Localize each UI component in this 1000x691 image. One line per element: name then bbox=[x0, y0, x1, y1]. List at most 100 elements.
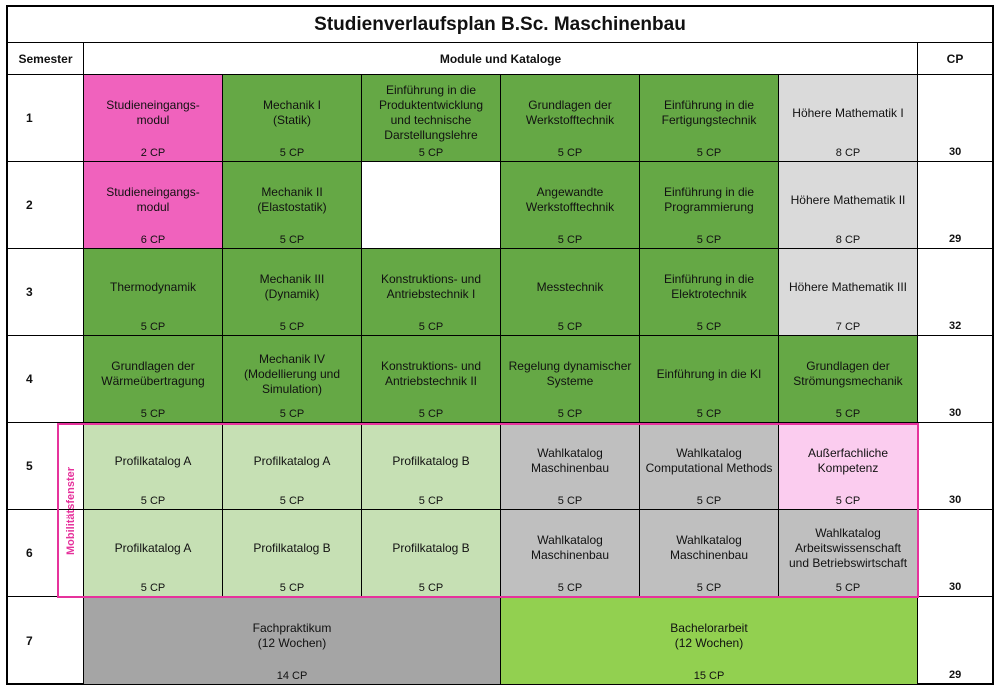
module-cell: Profilkatalog A 5 CP bbox=[84, 510, 223, 597]
module-cp: 5 CP bbox=[557, 234, 583, 246]
module-cell: Außerfachliche Kompetenz 5 CP bbox=[779, 423, 918, 510]
module-name: Profilkatalog A bbox=[253, 453, 331, 468]
module-name: Grundlagen der Wärmeübertragung bbox=[101, 359, 205, 388]
module-cell: Fachpraktikum (12 Wochen)14 CP bbox=[84, 597, 501, 685]
module-cell: Wahlkatalog Maschinenbau 5 CP bbox=[501, 423, 640, 510]
module-cp: 5 CP bbox=[696, 495, 722, 507]
semester-cp-total: 32 bbox=[918, 249, 992, 336]
semester-cp-value: 30 bbox=[949, 581, 962, 593]
module-cp: 5 CP bbox=[696, 234, 722, 246]
module-name: Mechanik II (Elastostatik) bbox=[257, 185, 327, 214]
semester-cp-value: 30 bbox=[949, 146, 962, 158]
module-cell: Profilkatalog A 5 CP bbox=[223, 423, 362, 510]
semester-cp-total: 30 bbox=[918, 510, 992, 597]
module-name: Wahlkatalog Maschinenbau bbox=[669, 533, 749, 562]
module-cp: 5 CP bbox=[696, 147, 722, 159]
semester-number: 3 bbox=[8, 249, 84, 336]
module-name: Konstruktions- und Antriebstechnik I bbox=[380, 272, 482, 301]
module-name: Einführung in die Produktentwicklung und… bbox=[378, 83, 484, 142]
module-cell: Profilkatalog B 5 CP bbox=[362, 423, 501, 510]
module-name: Wahlkatalog Maschinenbau bbox=[530, 533, 610, 562]
module-name: Mechanik III (Dynamik) bbox=[259, 272, 325, 301]
module-cp: 5 CP bbox=[696, 321, 722, 333]
module-cp: 5 CP bbox=[418, 495, 444, 507]
module-cp: 5 CP bbox=[835, 495, 861, 507]
semester-cp-total: 30 bbox=[918, 423, 992, 510]
module-cp: 5 CP bbox=[835, 408, 861, 420]
modules-header: Module und Kataloge bbox=[84, 43, 918, 75]
module-cp: 14 CP bbox=[276, 670, 308, 682]
semester-header: Semester bbox=[8, 43, 84, 75]
module-cp: 5 CP bbox=[418, 582, 444, 594]
module-cell bbox=[362, 162, 501, 249]
module-name: Wahlkatalog Maschinenbau bbox=[530, 446, 610, 475]
module-cell: Mechanik I (Statik)5 CP bbox=[223, 75, 362, 162]
module-cp: 5 CP bbox=[279, 234, 305, 246]
module-name: Außerfachliche Kompetenz bbox=[807, 446, 889, 475]
semester-number: 4 bbox=[8, 336, 84, 423]
module-cp: 5 CP bbox=[140, 495, 166, 507]
module-cp: 5 CP bbox=[279, 495, 305, 507]
module-cp: 6 CP bbox=[140, 234, 166, 246]
module-name: Konstruktions- und Antriebstechnik II bbox=[380, 359, 482, 388]
semester-cp-value: 30 bbox=[949, 407, 962, 419]
module-cp: 7 CP bbox=[835, 321, 861, 333]
module-cp: 8 CP bbox=[835, 147, 861, 159]
semester-cp-value: 29 bbox=[949, 669, 962, 681]
semester-number: 2 bbox=[8, 162, 84, 249]
module-name: Wahlkatalog Arbeitswissenschaft und Betr… bbox=[788, 525, 908, 570]
module-cell: Wahlkatalog Arbeitswissenschaft und Betr… bbox=[779, 510, 918, 597]
module-name: Höhere Mathematik II bbox=[790, 192, 906, 207]
cp-header: CP bbox=[918, 43, 992, 75]
module-cp: 5 CP bbox=[696, 582, 722, 594]
module-cp: 5 CP bbox=[418, 147, 444, 159]
semester-number: 7 bbox=[8, 597, 84, 685]
module-cell: Mechanik II (Elastostatik) 5 CP bbox=[223, 162, 362, 249]
module-cp: 5 CP bbox=[279, 408, 305, 420]
module-name: Mechanik IV (Modellierung und Simulation… bbox=[243, 351, 341, 396]
module-cp: 15 CP bbox=[693, 670, 725, 682]
module-name: Profilkatalog A bbox=[114, 540, 192, 555]
semester-cp-total: 30 bbox=[918, 336, 992, 423]
semester-cp-value: 30 bbox=[949, 494, 962, 506]
module-name: Profilkatalog B bbox=[392, 453, 470, 468]
module-name: Profilkatalog A bbox=[114, 453, 192, 468]
module-cell: Grundlagen der Wärmeübertragung 5 CP bbox=[84, 336, 223, 423]
module-name: Profilkatalog B bbox=[392, 540, 470, 555]
module-name: Thermodynamik bbox=[109, 279, 197, 294]
module-cell: Einführung in die Elektrotechnik 5 CP bbox=[640, 249, 779, 336]
module-cp: 5 CP bbox=[835, 582, 861, 594]
module-cp: 5 CP bbox=[140, 408, 166, 420]
module-cp: 5 CP bbox=[279, 582, 305, 594]
semester-cp-value: 29 bbox=[949, 233, 962, 245]
semester-number: 5 bbox=[8, 423, 84, 510]
module-cp: 5 CP bbox=[140, 321, 166, 333]
module-name: Grundlagen der Werkstofftechnik bbox=[525, 98, 615, 127]
module-cell: Wahlkatalog Maschinenbau 5 CP bbox=[640, 510, 779, 597]
module-cp: 5 CP bbox=[140, 582, 166, 594]
module-cell: Mechanik IV (Modellierung und Simulation… bbox=[223, 336, 362, 423]
semester-cp-total: 29 bbox=[918, 597, 992, 685]
module-cell: Profilkatalog B 5 CP bbox=[223, 510, 362, 597]
module-cp: 5 CP bbox=[557, 495, 583, 507]
semester-number: 1 bbox=[8, 75, 84, 162]
module-cp: 5 CP bbox=[557, 321, 583, 333]
module-cell: Thermodynamik 5 CP bbox=[84, 249, 223, 336]
module-cp: 5 CP bbox=[696, 408, 722, 420]
module-name: Grundlagen der Strömungsmechanik bbox=[793, 359, 903, 388]
module-name: Profilkatalog B bbox=[253, 540, 331, 555]
semester-cp-total: 30 bbox=[918, 75, 992, 162]
module-cell: Einführung in die Produktentwicklung und… bbox=[362, 75, 501, 162]
semester-cp-value: 32 bbox=[949, 320, 962, 332]
module-name: Einführung in die Elektrotechnik bbox=[663, 272, 755, 301]
